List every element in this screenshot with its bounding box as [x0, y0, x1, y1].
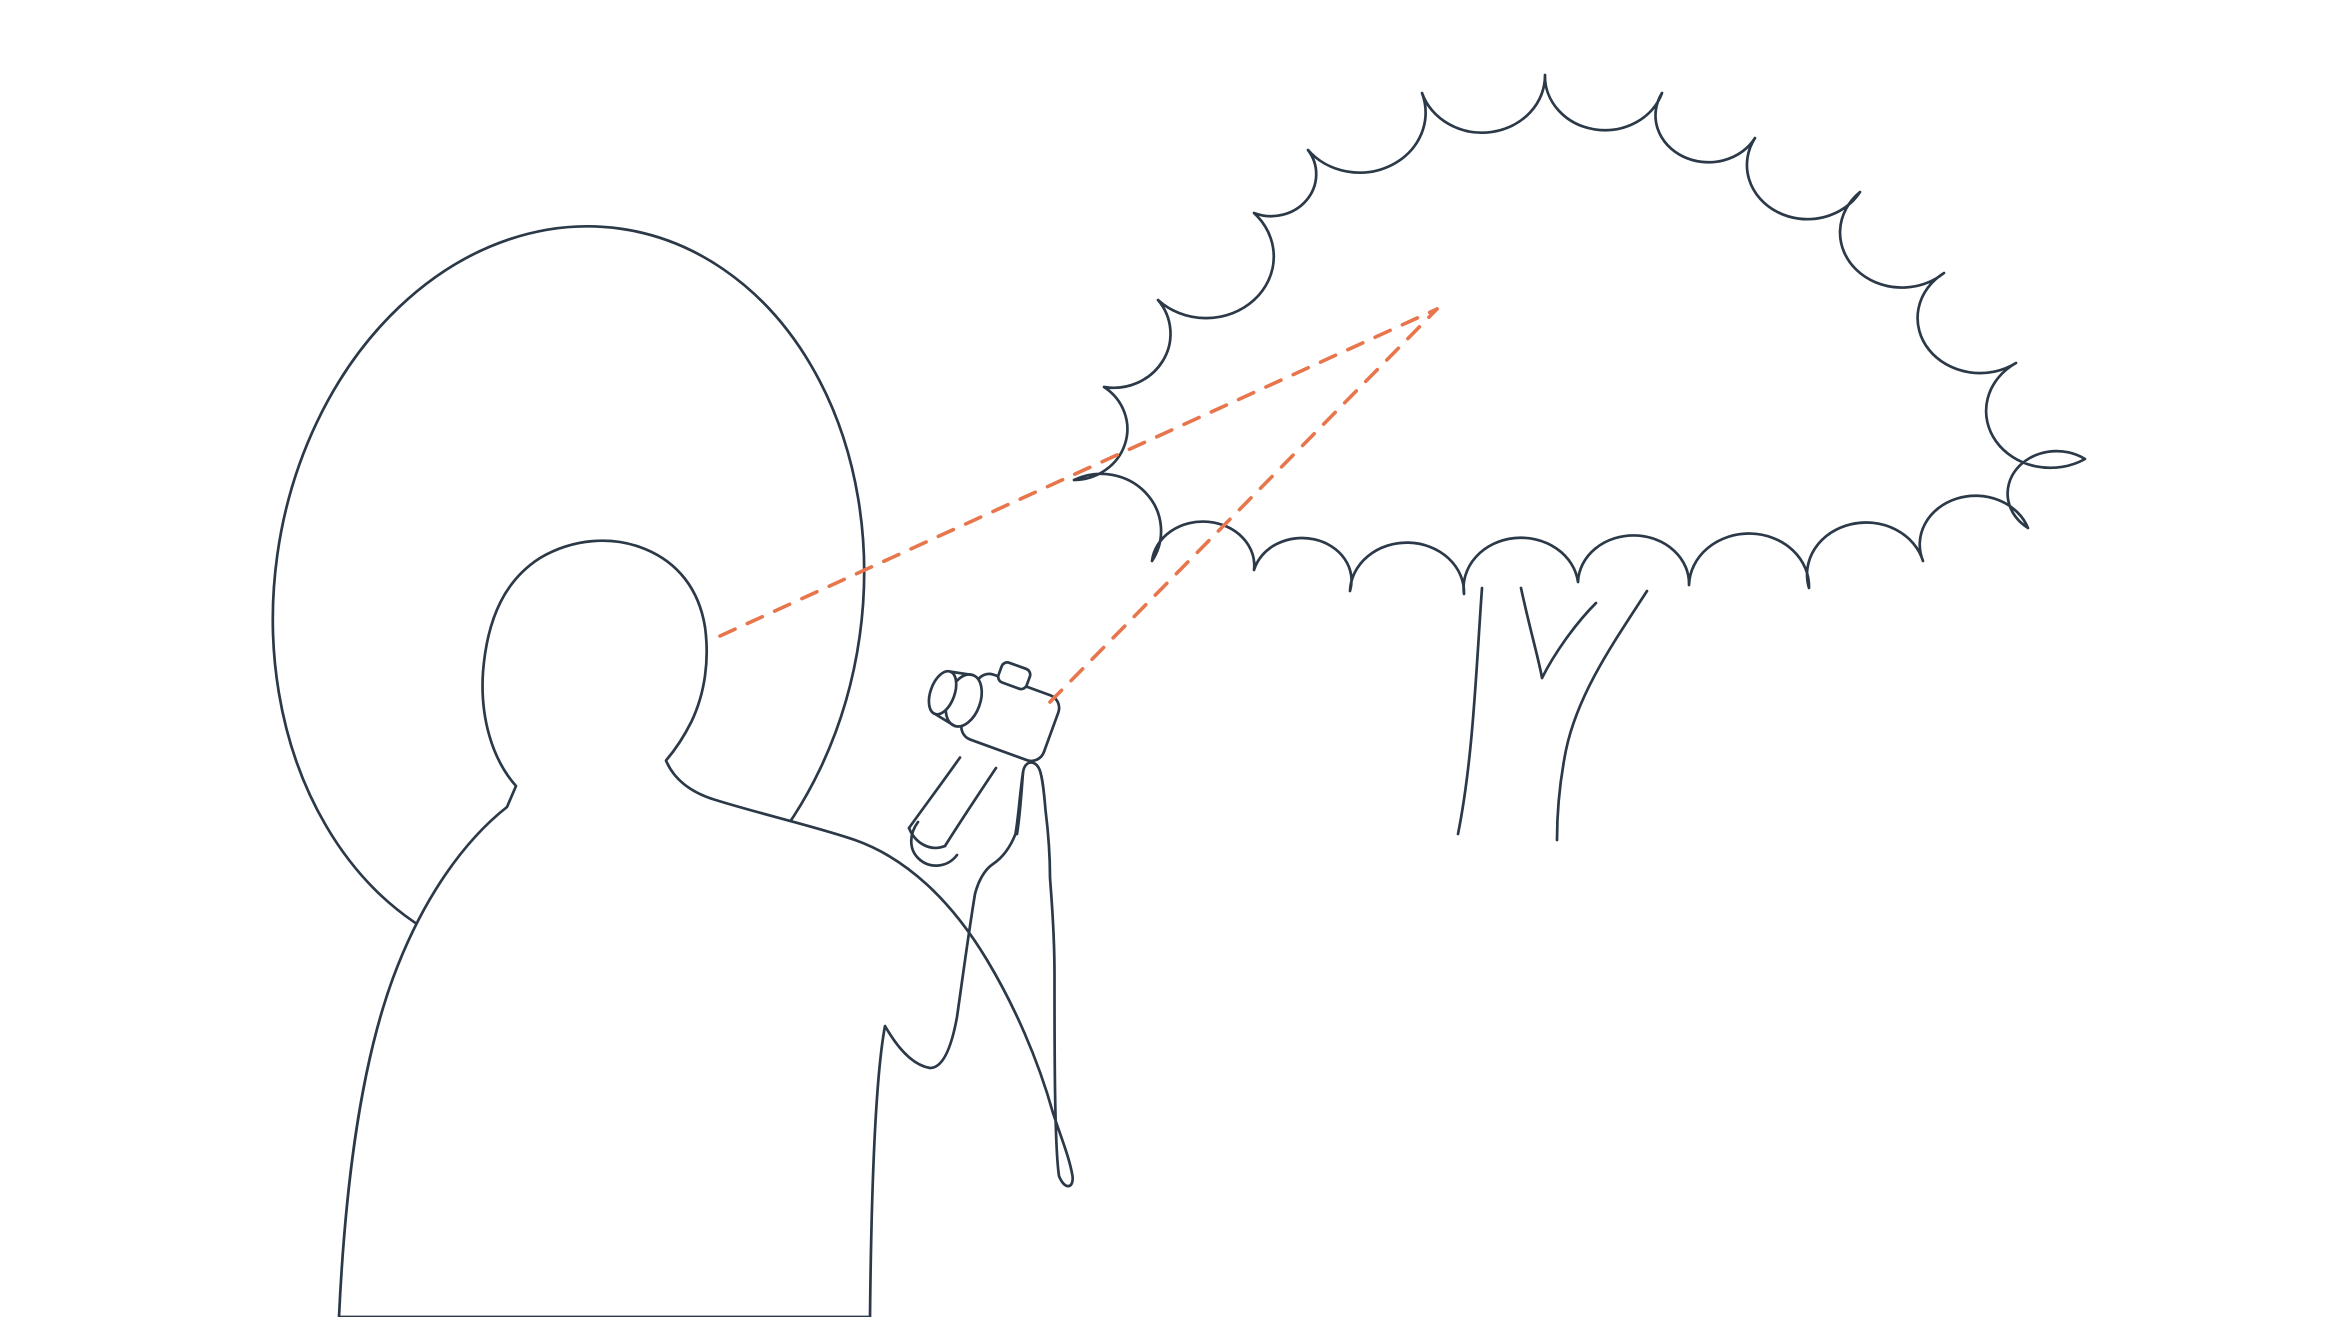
- person-figure: [337, 539, 1074, 1317]
- tree-trunk: [1456, 586, 1649, 842]
- sight-line-lower: [1048, 307, 1439, 704]
- pointing-finger: [1015, 771, 1025, 836]
- camera-device: [927, 661, 1061, 763]
- sight-line-upper: [718, 307, 1439, 638]
- device-grip: [907, 756, 998, 867]
- tree-canopy: [1072, 73, 2087, 596]
